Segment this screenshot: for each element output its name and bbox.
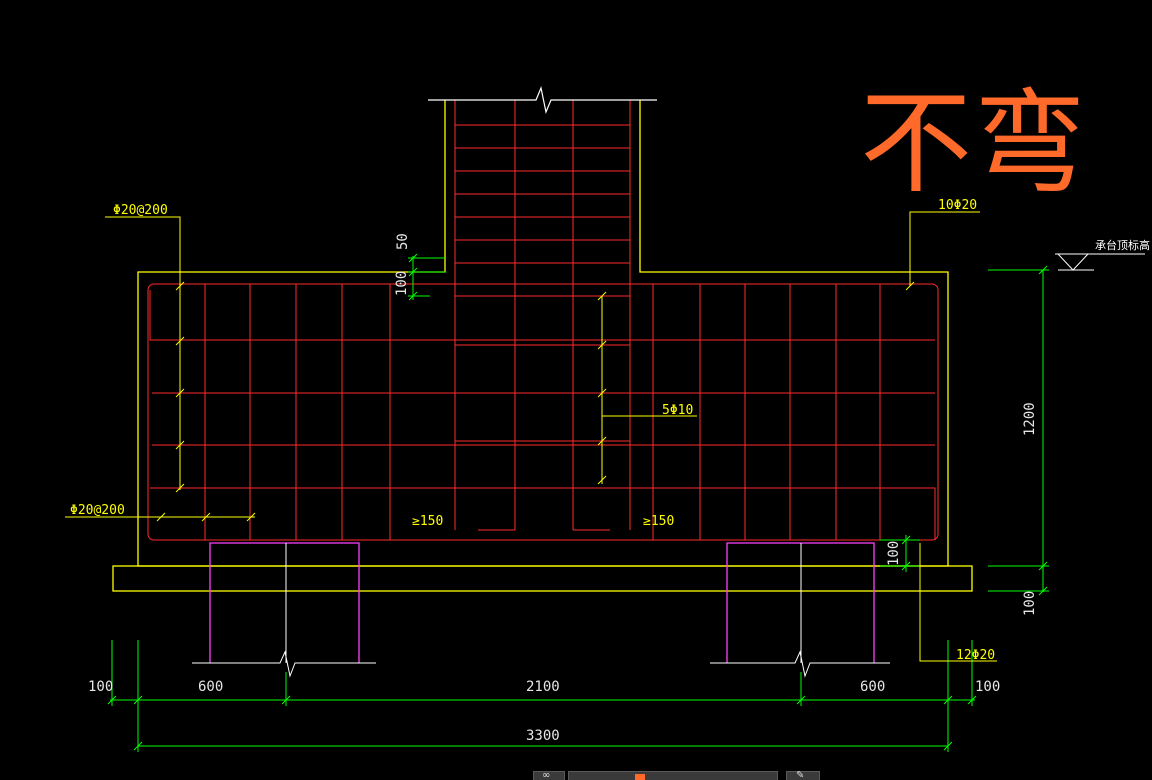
elevation-symbol (1055, 253, 1145, 271)
label-bottom-bar-spacing: Φ20@200 (70, 503, 125, 518)
dim-left-600: 600 (198, 679, 223, 695)
piles (209, 542, 875, 663)
label-cover-100-top: 100 (394, 271, 410, 296)
stamp-text: 不弯 (860, 79, 1088, 209)
label-anchor-left: ≥150 (412, 514, 443, 529)
leader-lines (65, 211, 997, 662)
dim-right-600: 600 (860, 679, 885, 695)
pile-break-lines (192, 543, 890, 678)
statusbar-infinity-button[interactable]: ∞ (533, 770, 565, 780)
pen-icon: ✎ (796, 770, 805, 780)
column-break-line (428, 85, 657, 115)
dim-left-100: 100 (88, 679, 113, 695)
column-reinforcement (454, 100, 631, 531)
label-stirrups: 5Φ10 (662, 403, 693, 418)
dim-height-100: 100 (1022, 591, 1038, 616)
color-swatch (635, 774, 645, 780)
statusbar-pen-button[interactable]: ✎ (786, 770, 820, 780)
label-anchor-right: ≥150 (643, 514, 674, 529)
label-top-bars: 10Φ20 (938, 198, 977, 213)
label-cover-50: 50 (395, 233, 411, 250)
dim-middle-2100: 2100 (526, 679, 560, 695)
dimension-lines (107, 253, 1049, 752)
statusbar-field[interactable] (568, 771, 778, 780)
concrete-outline (112, 100, 973, 592)
dim-right-100: 100 (975, 679, 1000, 695)
infinity-icon: ∞ (542, 770, 551, 780)
cap-reinforcement-grid (147, 283, 939, 541)
label-elevation: 承台顶标高 (1095, 238, 1150, 252)
label-cover-100-right: 100 (886, 541, 902, 566)
dim-height-1200: 1200 (1022, 402, 1038, 436)
status-bar: ∞ ✎ (0, 768, 1152, 780)
dim-total-3300: 3300 (526, 728, 560, 744)
label-top-bar-spacing: Φ20@200 (113, 203, 168, 218)
label-bottom-bars: 12Φ20 (956, 648, 995, 663)
